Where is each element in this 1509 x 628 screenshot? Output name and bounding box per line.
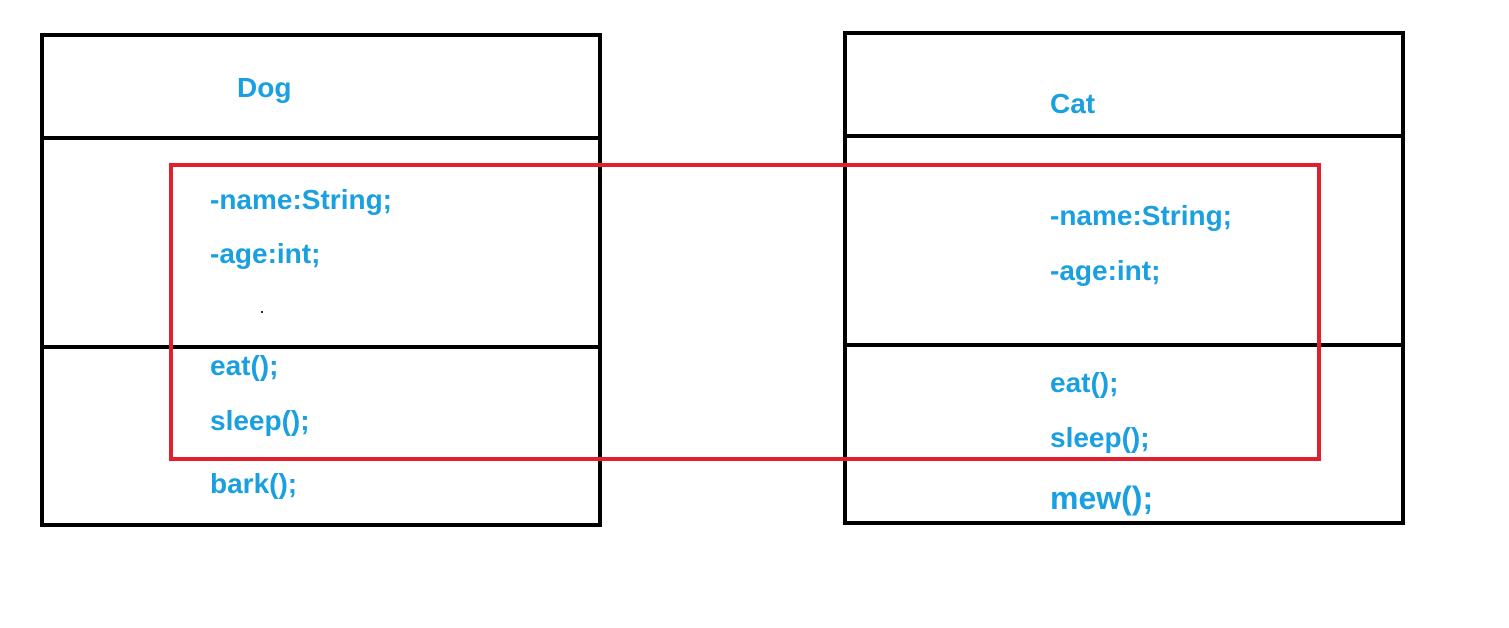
dog-class-title: Dog: [237, 72, 292, 103]
dog-attributes-divider: [44, 345, 598, 349]
stray-dot: [261, 311, 263, 313]
cat-method-sleep: sleep();: [1050, 422, 1150, 453]
dog-method-eat: eat();: [210, 350, 279, 381]
cat-class-title: Cat: [1050, 88, 1096, 119]
cat-attribute-name: -name:String;: [1050, 200, 1232, 231]
common-members-highlight: [169, 163, 1321, 461]
dog-class-box: [40, 33, 602, 527]
cat-method-mew: mew();: [1050, 480, 1154, 516]
cat-method-eat: eat();: [1050, 367, 1119, 398]
dog-method-sleep: sleep();: [210, 405, 310, 436]
dog-method-bark: bark();: [210, 468, 298, 499]
cat-attributes-divider: [847, 343, 1401, 347]
dog-attribute-name: -name:String;: [210, 184, 392, 215]
dog-attribute-age: -age:int;: [210, 238, 321, 269]
cat-attribute-age: -age:int;: [1050, 255, 1161, 286]
cat-class-box: [843, 31, 1405, 525]
cat-title-divider: [847, 134, 1401, 138]
dog-title-divider: [44, 136, 598, 140]
